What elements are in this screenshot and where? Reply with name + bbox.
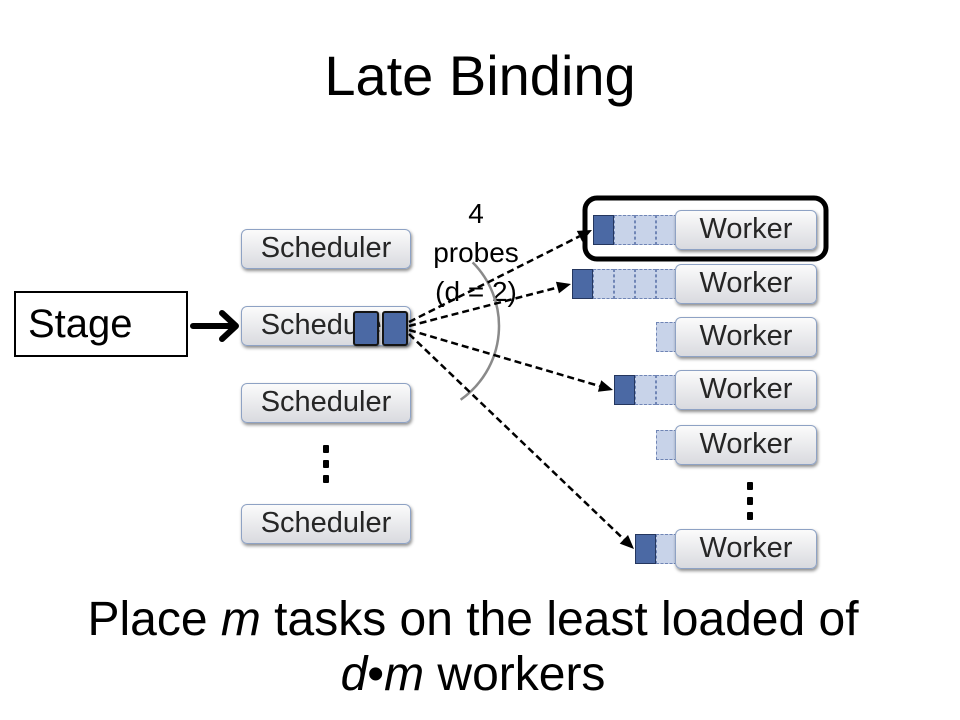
queued-task-cell bbox=[635, 269, 656, 299]
scheduler-label: Scheduler bbox=[260, 232, 392, 264]
ellipsis-dot bbox=[323, 445, 329, 453]
scheduler-task-queue bbox=[353, 311, 408, 346]
caption: Place m tasks on the least loaded of d•m… bbox=[0, 592, 946, 702]
ellipsis-dot bbox=[323, 460, 329, 468]
slide-title: Late Binding bbox=[324, 44, 636, 107]
queued-task-cell bbox=[656, 269, 677, 299]
scheduler-label: Scheduler bbox=[260, 507, 392, 539]
right-arrow-icon bbox=[190, 310, 239, 342]
worker: Worker bbox=[675, 210, 817, 250]
worker: Worker bbox=[675, 425, 817, 465]
queued-task-cell bbox=[656, 322, 677, 352]
caption-variable-d: d bbox=[340, 648, 368, 701]
vertical-ellipsis-icon bbox=[323, 445, 329, 483]
queued-task-cell bbox=[614, 215, 635, 245]
queued-task-cell bbox=[635, 215, 656, 245]
caption-variable-m: m bbox=[384, 648, 425, 701]
worker-row: Worker bbox=[520, 264, 817, 304]
queued-task-cell bbox=[656, 430, 677, 460]
worker-queue bbox=[593, 215, 677, 245]
worker-queue bbox=[572, 269, 677, 299]
ellipsis-dot bbox=[747, 482, 753, 490]
worker: Worker bbox=[675, 317, 817, 357]
task-square bbox=[353, 311, 379, 346]
queued-task-cell bbox=[614, 269, 635, 299]
worker-row: Worker bbox=[520, 210, 817, 250]
probe-annotation: 4 probes (d = 2) bbox=[396, 194, 556, 311]
caption-text: workers bbox=[424, 648, 606, 701]
vertical-ellipsis-icon bbox=[747, 482, 753, 520]
worker: Worker bbox=[675, 370, 817, 410]
scheduler: Scheduler bbox=[241, 383, 411, 423]
worker: Worker bbox=[675, 264, 817, 304]
worker: Worker bbox=[675, 529, 817, 569]
scheduler: Scheduler bbox=[241, 504, 411, 544]
worker-queue bbox=[656, 322, 677, 352]
task-square bbox=[382, 311, 408, 346]
worker-row: Worker bbox=[520, 370, 817, 410]
probe-ratio: (d = 2) bbox=[435, 276, 517, 307]
worker-row: Worker bbox=[520, 425, 817, 465]
caption-multiply-dot: • bbox=[367, 648, 385, 701]
caption-variable-m: m bbox=[220, 593, 261, 646]
probe-reservation-cell bbox=[614, 375, 635, 405]
probe-reservation-cell bbox=[593, 215, 614, 245]
queued-task-cell bbox=[656, 215, 677, 245]
worker-row: Worker bbox=[520, 317, 817, 357]
caption-line-1: Place m tasks on the least loaded of bbox=[0, 592, 946, 647]
probe-label: probes bbox=[433, 237, 519, 268]
probe-count: 4 bbox=[468, 198, 484, 229]
stage-label: Stage bbox=[28, 302, 133, 346]
probe-reservation-cell bbox=[635, 534, 656, 564]
caption-text: Place bbox=[87, 593, 221, 646]
worker-row: Worker bbox=[520, 529, 817, 569]
queued-task-cell bbox=[656, 534, 677, 564]
worker-queue bbox=[656, 430, 677, 460]
queued-task-cell bbox=[656, 375, 677, 405]
queued-task-cell bbox=[593, 269, 614, 299]
probe-reservation-cell bbox=[572, 269, 593, 299]
scheduler: Scheduler bbox=[241, 306, 411, 346]
worker-queue bbox=[614, 375, 677, 405]
caption-text: tasks on the least loaded of bbox=[260, 593, 859, 646]
ellipsis-dot bbox=[747, 497, 753, 505]
scheduler: Scheduler bbox=[241, 229, 411, 269]
ellipsis-dot bbox=[747, 512, 753, 520]
queued-task-cell bbox=[635, 375, 656, 405]
stage-box: Stage bbox=[14, 291, 188, 357]
ellipsis-dot bbox=[323, 475, 329, 483]
scheduler-label: Scheduler bbox=[260, 386, 392, 418]
caption-line-2: d•m workers bbox=[0, 647, 946, 702]
worker-queue bbox=[635, 534, 677, 564]
